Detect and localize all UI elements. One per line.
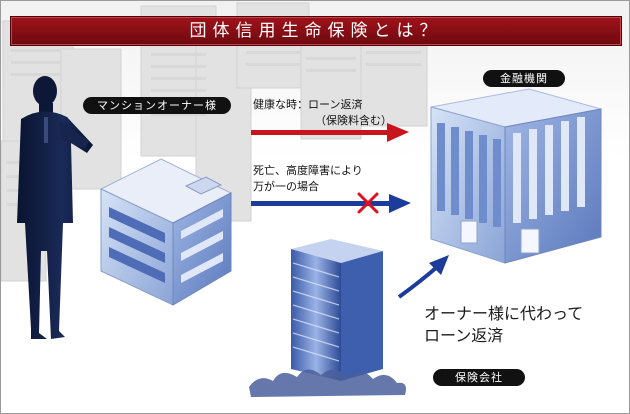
bank-building-icon: [430, 88, 602, 264]
page-title: 団体信用生命保険とは？: [10, 16, 622, 46]
insurer-label: 保険会社: [433, 369, 525, 386]
repayment-arrow: [251, 123, 409, 142]
cross-icon: [357, 192, 379, 214]
bank-label: 金融機関: [483, 70, 565, 87]
emergency-case-text: 万が一の場合: [253, 180, 319, 193]
blocked-repayment-arrow: [251, 194, 411, 213]
healthy-repayment-text: 健康な時：ローン返済: [253, 98, 363, 111]
death-disability-text: 死亡、高度障害により: [253, 164, 363, 177]
insurer-message-line1: オーナー様に代わって: [424, 304, 584, 323]
insurance-tower-icon: [249, 239, 406, 397]
apartment-building-icon: [99, 158, 233, 306]
insurer-to-bank-arrow: [397, 255, 449, 299]
owner-label: マンションオーナー様: [83, 97, 231, 114]
owner-silhouette-icon: [17, 76, 93, 339]
premium-included-text: （保険料含む）: [315, 114, 392, 127]
insurer-message-line2: ローン返済: [424, 326, 504, 345]
